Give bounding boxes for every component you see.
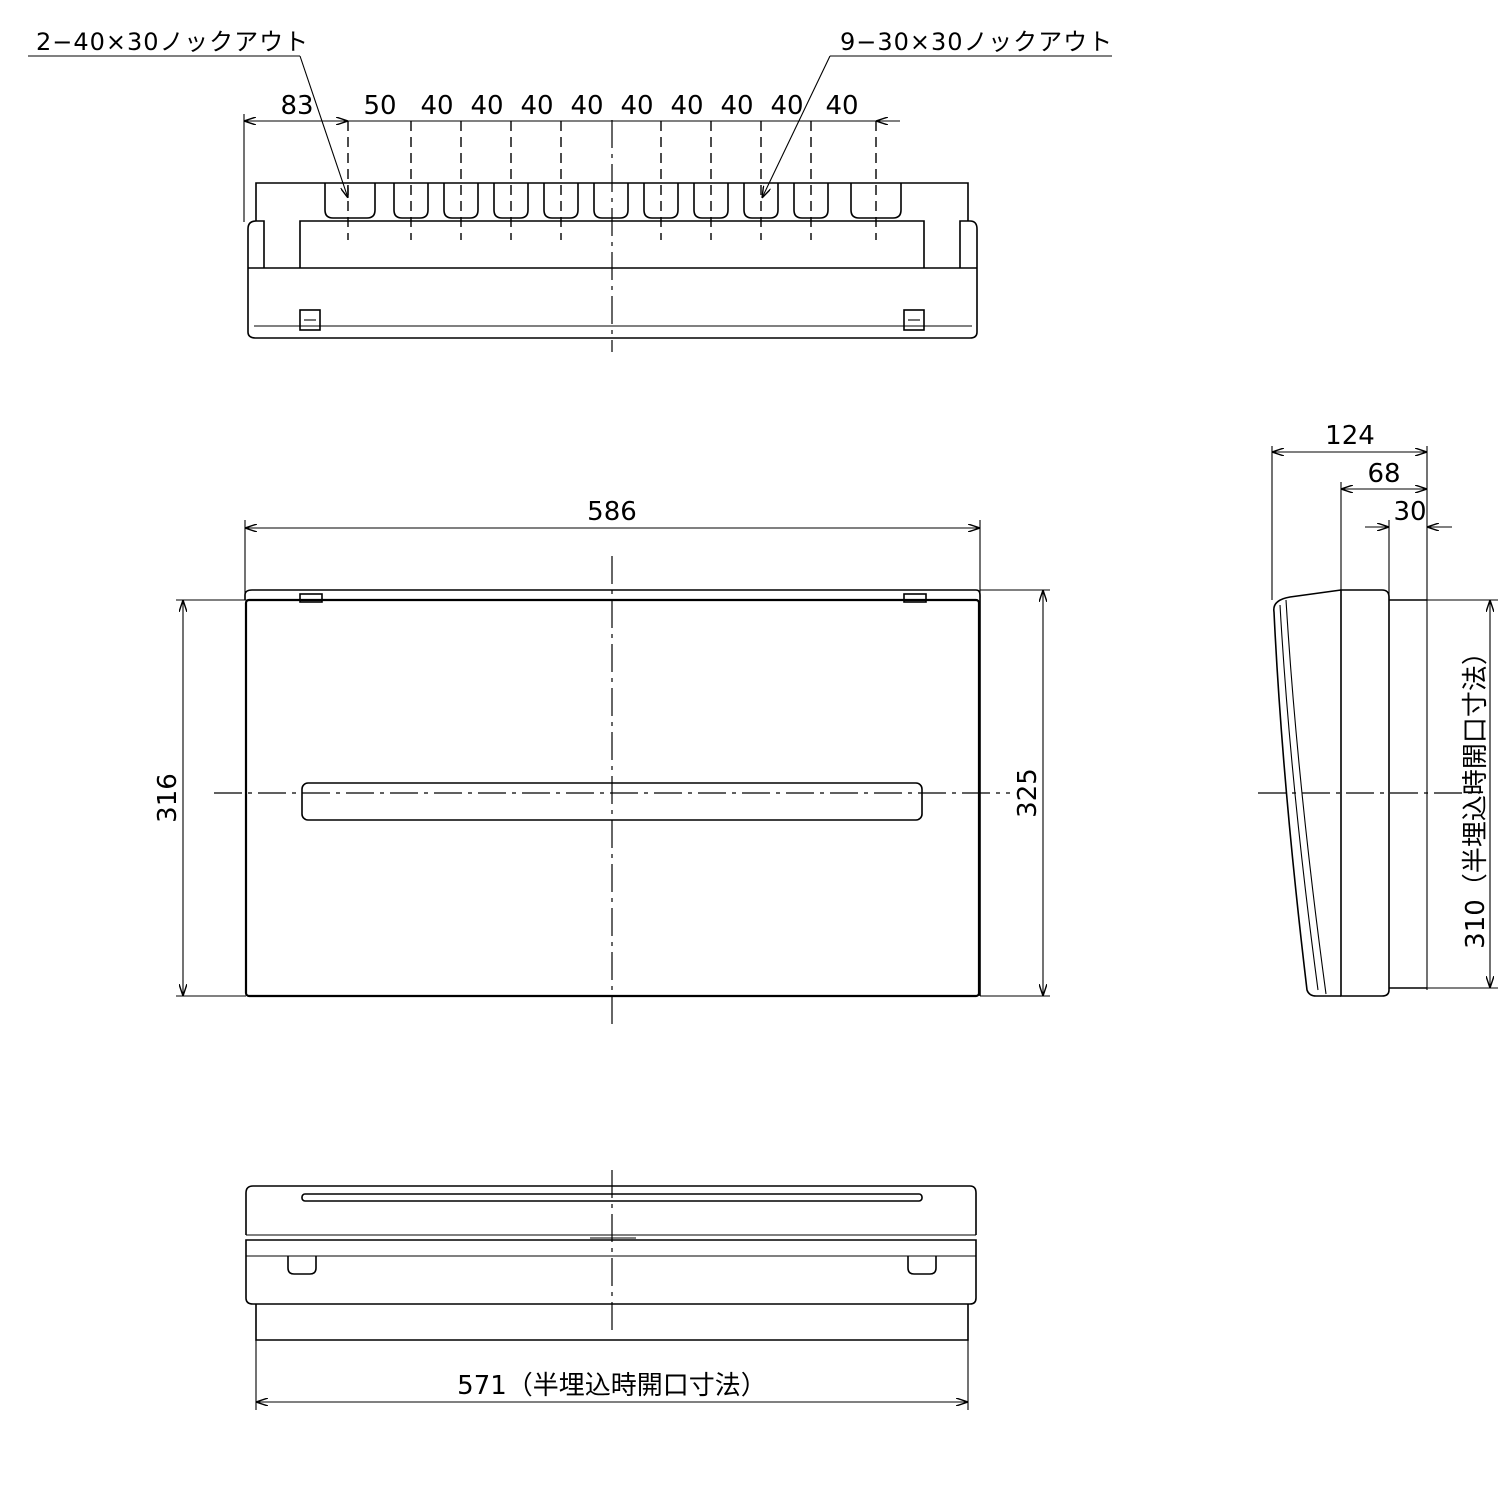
spacing-dim: 40 <box>720 91 753 121</box>
bottom-opening-width-label: 571（半埋込時開口寸法） <box>457 1371 767 1401</box>
spacing-dim: 40 <box>770 91 803 121</box>
side-opening-height-label: 310（半埋込時開口寸法） <box>1461 639 1491 949</box>
spacing-dim: 40 <box>470 91 503 121</box>
spacing-dim: 40 <box>670 91 703 121</box>
top-view: 2−40×30ノックアウト 9−30×30ノックアウト 83 50 40 40 … <box>28 28 1113 352</box>
spacing-dim: 50 <box>363 91 396 121</box>
callout-right-text: 9−30×30ノックアウト <box>840 28 1113 56</box>
front-height-right-label: 325 <box>1013 768 1043 818</box>
spacing-dim: 40 <box>420 91 453 121</box>
front-width-label: 586 <box>587 497 637 527</box>
side-depth-total-label: 124 <box>1325 421 1375 451</box>
spacing-dim: 40 <box>620 91 653 121</box>
top-spacing-labels: 83 50 40 40 40 40 40 40 40 40 40 <box>280 91 858 121</box>
side-depth-mid-label: 68 <box>1367 459 1400 489</box>
front-height-left-label: 316 <box>153 773 183 823</box>
side-view: 124 68 30 310（半埋込時開口寸法） <box>1258 421 1498 997</box>
knockouts <box>324 183 902 219</box>
spacing-dim: 83 <box>280 91 313 121</box>
spacing-dim: 40 <box>520 91 553 121</box>
side-depth-small-label: 30 <box>1393 497 1426 527</box>
callout-left-text: 2−40×30ノックアウト <box>36 28 309 56</box>
front-view: 586 316 325 <box>153 497 1050 1028</box>
spacing-dim: 40 <box>825 91 858 121</box>
spacing-dim: 40 <box>570 91 603 121</box>
bottom-view: 571（半埋込時開口寸法） <box>245 1170 977 1410</box>
